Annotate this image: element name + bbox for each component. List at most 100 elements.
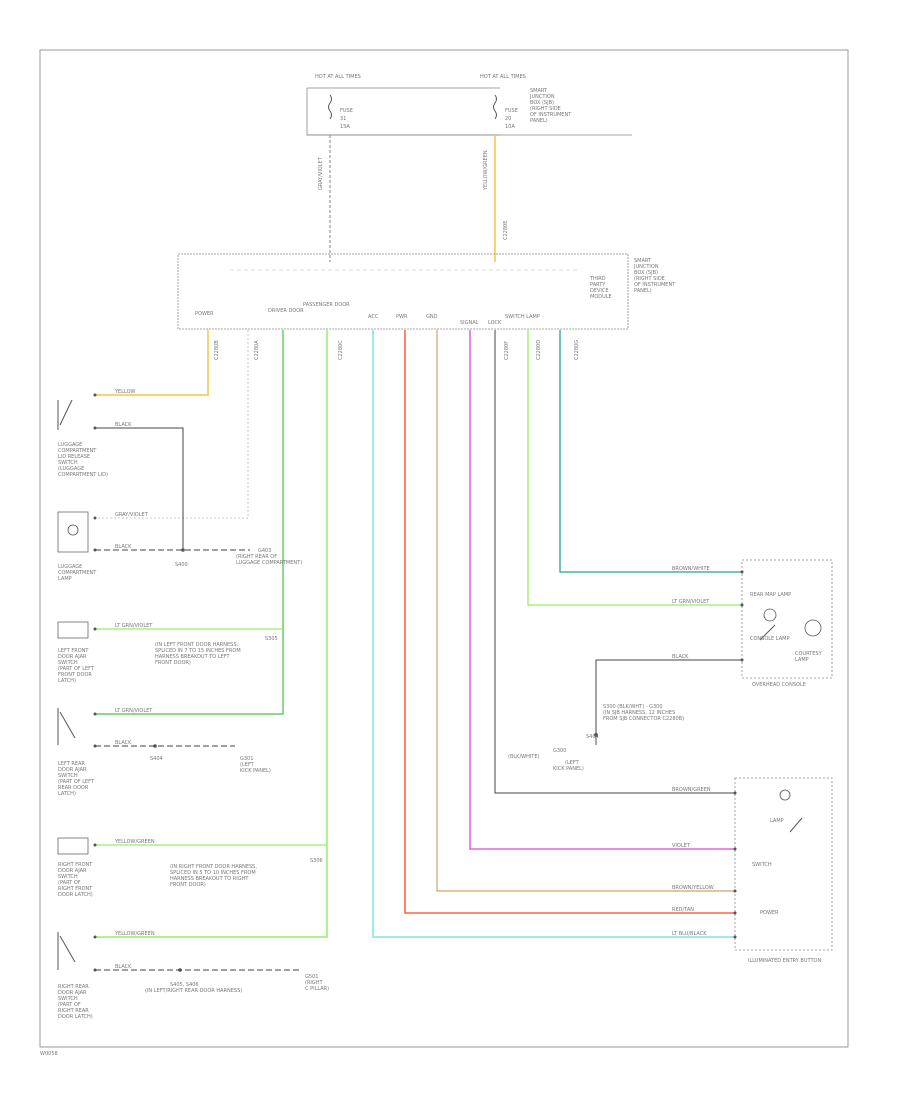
wire-yellowgreen-rf-door <box>95 330 328 938</box>
label-right-components-splice-ground-3: KICK PANEL) <box>553 766 584 772</box>
label-left-components-rr-door-name-5: DOOR LATCH) <box>58 1014 93 1020</box>
lbl-lr-wire: LT GRN/VIOLET <box>115 708 153 714</box>
label-left-components-lf-door-name-0: LEFT FRONT <box>58 648 89 654</box>
luggage-lid-switch: LUGGAGE COMPARTMENT LID RELEASE SWITCH (… <box>57 393 108 478</box>
label-left-components-luggage-switch-name-3: SWITCH <box>58 460 78 466</box>
diagram-mark <box>57 621 89 639</box>
fuse-side-4: (RIGHT SIDE <box>530 106 561 112</box>
wire-tan-entry <box>436 330 735 892</box>
diagram-mark <box>93 627 97 631</box>
diagram-mark <box>93 935 97 939</box>
connector-c2280e: C2280E <box>503 221 509 240</box>
label-left-components-luggage-lamp-name-2: LAMP <box>58 576 72 582</box>
conn-c2280c: C2280C <box>338 340 344 360</box>
label-left-components-luggage-lamp-ground-2: LUGGAGE COMPARTMENT) <box>236 560 302 566</box>
label-left-components-lf-door-note-0: S305 <box>265 636 278 642</box>
lbl-luggage-black: BLACK <box>115 422 132 428</box>
diagram-mark <box>740 658 744 662</box>
label-left-components-rr-door-ground-2: C PILLAR) <box>305 986 329 992</box>
wire-green-overhead <box>527 330 742 606</box>
diagram-mark <box>59 711 76 739</box>
label-left-components-rf-door-name-5: DOOR LATCH) <box>58 892 93 898</box>
wire-label-yellow-green: YELLOW/GREEN <box>483 150 489 191</box>
pin-gnd: GND <box>426 314 438 320</box>
label-left-components-lf-door-note-4: FRONT DOOR) <box>155 660 191 666</box>
label-left-components-rr-door-name-3: (PART OF <box>58 1002 81 1008</box>
pin-power: POWER <box>195 311 214 317</box>
label-right-components-splice-ground-1: (BLK/WHITE) <box>508 754 540 760</box>
label-right-components-splice-notes-1: (IN SJB HARNESS, 12 INCHES <box>603 710 675 716</box>
label-left-components-lr-door-name-5: LATCH) <box>58 791 76 797</box>
label-left-components-rf-door-note-0: S306 <box>310 858 323 864</box>
label-left-components-lr-door-name-2: SWITCH <box>58 773 78 779</box>
label-right-components-splice-id: S404 <box>586 734 599 740</box>
label-left-components-rr-door-name-4: RIGHT REAR <box>58 1008 89 1014</box>
sjb-module: SMART JUNCTION BOX (SJB) (RIGHT SIDE OF … <box>177 253 676 360</box>
label-right-components-overhead-inner-3: CONSOLE LAMP <box>750 636 789 642</box>
lbl-entry-3: BROWN/YELLOW <box>672 885 714 891</box>
label-left-components-lr-door-ground-2: KICK PANEL) <box>240 768 271 774</box>
label-left-components-rf-door-name-2: SWITCH <box>58 874 78 880</box>
wire-cyan-entry <box>372 330 735 938</box>
sjb-inner-1: THIRD <box>589 276 606 282</box>
diagram-mark <box>733 847 737 851</box>
diagram-mark <box>328 94 332 120</box>
diagram-mark <box>57 511 89 553</box>
conn-c2280a: C2280A <box>254 340 260 360</box>
sjb-name-3: BOX (SJB) <box>634 270 658 276</box>
fuse-side-1: SMART <box>530 88 548 94</box>
lbl-lamp-grayviolet: GRAY/VIOLET <box>115 512 149 518</box>
sjb-name-6: PANEL) <box>634 288 652 294</box>
fuse-left-header: HOT AT ALL TIMES <box>315 74 361 80</box>
diagram-mark <box>93 843 97 847</box>
pin-switch-lamp: SWITCH LAMP <box>505 314 540 320</box>
fuse-side-5: OF INSTRUMENT <box>530 112 572 118</box>
diagram-mark <box>181 548 185 552</box>
diagram-mark <box>733 889 737 893</box>
conn-c2280g: C2280G <box>574 340 580 360</box>
label-left-components-lr-door-name-4: REAR DOOR <box>58 785 89 791</box>
label-left-components-lf-door-name-4: FRONT DOOR <box>58 672 92 678</box>
diagram-code: W0058 <box>40 1051 58 1057</box>
diagram-mark <box>93 516 97 520</box>
label-right-components-splice-notes-2: FROM SJB CONNECTOR C2280B) <box>603 716 684 722</box>
wire-teal-overhead <box>559 330 742 573</box>
sjb-name-4: (RIGHT SIDE <box>634 276 665 282</box>
sjb-name-2: JUNCTION <box>633 264 659 270</box>
fuse-right-header: HOT AT ALL TIMES <box>480 74 526 80</box>
diagram-mark <box>733 911 737 915</box>
overhead-console: REAR MAP LAMP COURTESY LAMP CONSOLE LAMP… <box>740 559 833 688</box>
wire-green-lf-door <box>95 330 284 715</box>
lbl-luggage-yellow: YELLOW <box>114 389 136 395</box>
diagram-mark <box>493 94 497 120</box>
diagram-mark <box>93 393 97 397</box>
label-left-components-rf-door-name-3: (PART OF <box>58 880 81 886</box>
label-left-components-lf-door-note-2: SPLICED IN 7 TO 15 INCHES FROM <box>155 648 241 654</box>
fuse-side-6: PANEL) <box>530 118 548 124</box>
pin-passenger-door: PASSENGER DOOR <box>303 302 350 308</box>
lbl-entry-5: LT BLU/BLACK <box>672 931 707 937</box>
label-left-components-rr-door-ground-1: (RIGHT <box>305 980 324 986</box>
diagram-mark <box>740 603 744 607</box>
label-left-components-lf-door-note-3: HARNESS BREAKOUT TO LEFT <box>155 654 231 660</box>
label-left-components-rr-door-ground-0: G501 <box>305 974 318 980</box>
sjb-name-1: SMART <box>634 258 652 264</box>
label-left-components-lr-door-name-3: (PART OF LEFT <box>58 779 95 785</box>
lbl-entry-1: BROWN/GREEN <box>672 787 711 793</box>
wire-black-luggage <box>95 427 184 550</box>
pin-signal: SIGNAL <box>460 320 479 326</box>
diagram-mark <box>734 777 833 951</box>
fuse-right-line1: FUSE <box>505 108 518 114</box>
wire-label-gray-violet: GRAY/VIOLET <box>318 156 324 190</box>
left-rear-door-switch: LEFT REAR DOOR AJAR SWITCH (PART OF LEFT… <box>57 708 271 797</box>
label-right-components-overhead-inner-2: LAMP <box>795 657 809 663</box>
lbl-lf-wire: LT GRN/VIOLET <box>115 623 153 629</box>
label-left-components-rr-door-name-0: RIGHT REAR <box>58 984 89 990</box>
diagram-mark <box>789 817 803 833</box>
label-left-components-luggage-lamp-name-0: LUGGAGE <box>58 564 82 570</box>
sjb-name-5: OF INSTRUMENT <box>634 282 676 288</box>
label-left-components-lf-door-name-5: LATCH) <box>58 678 76 684</box>
diagram-mark <box>763 608 777 622</box>
diagram-mark <box>67 524 79 536</box>
label-left-components-rf-door-note-3: HARNESS BREAKOUT TO RIGHT <box>170 876 249 882</box>
